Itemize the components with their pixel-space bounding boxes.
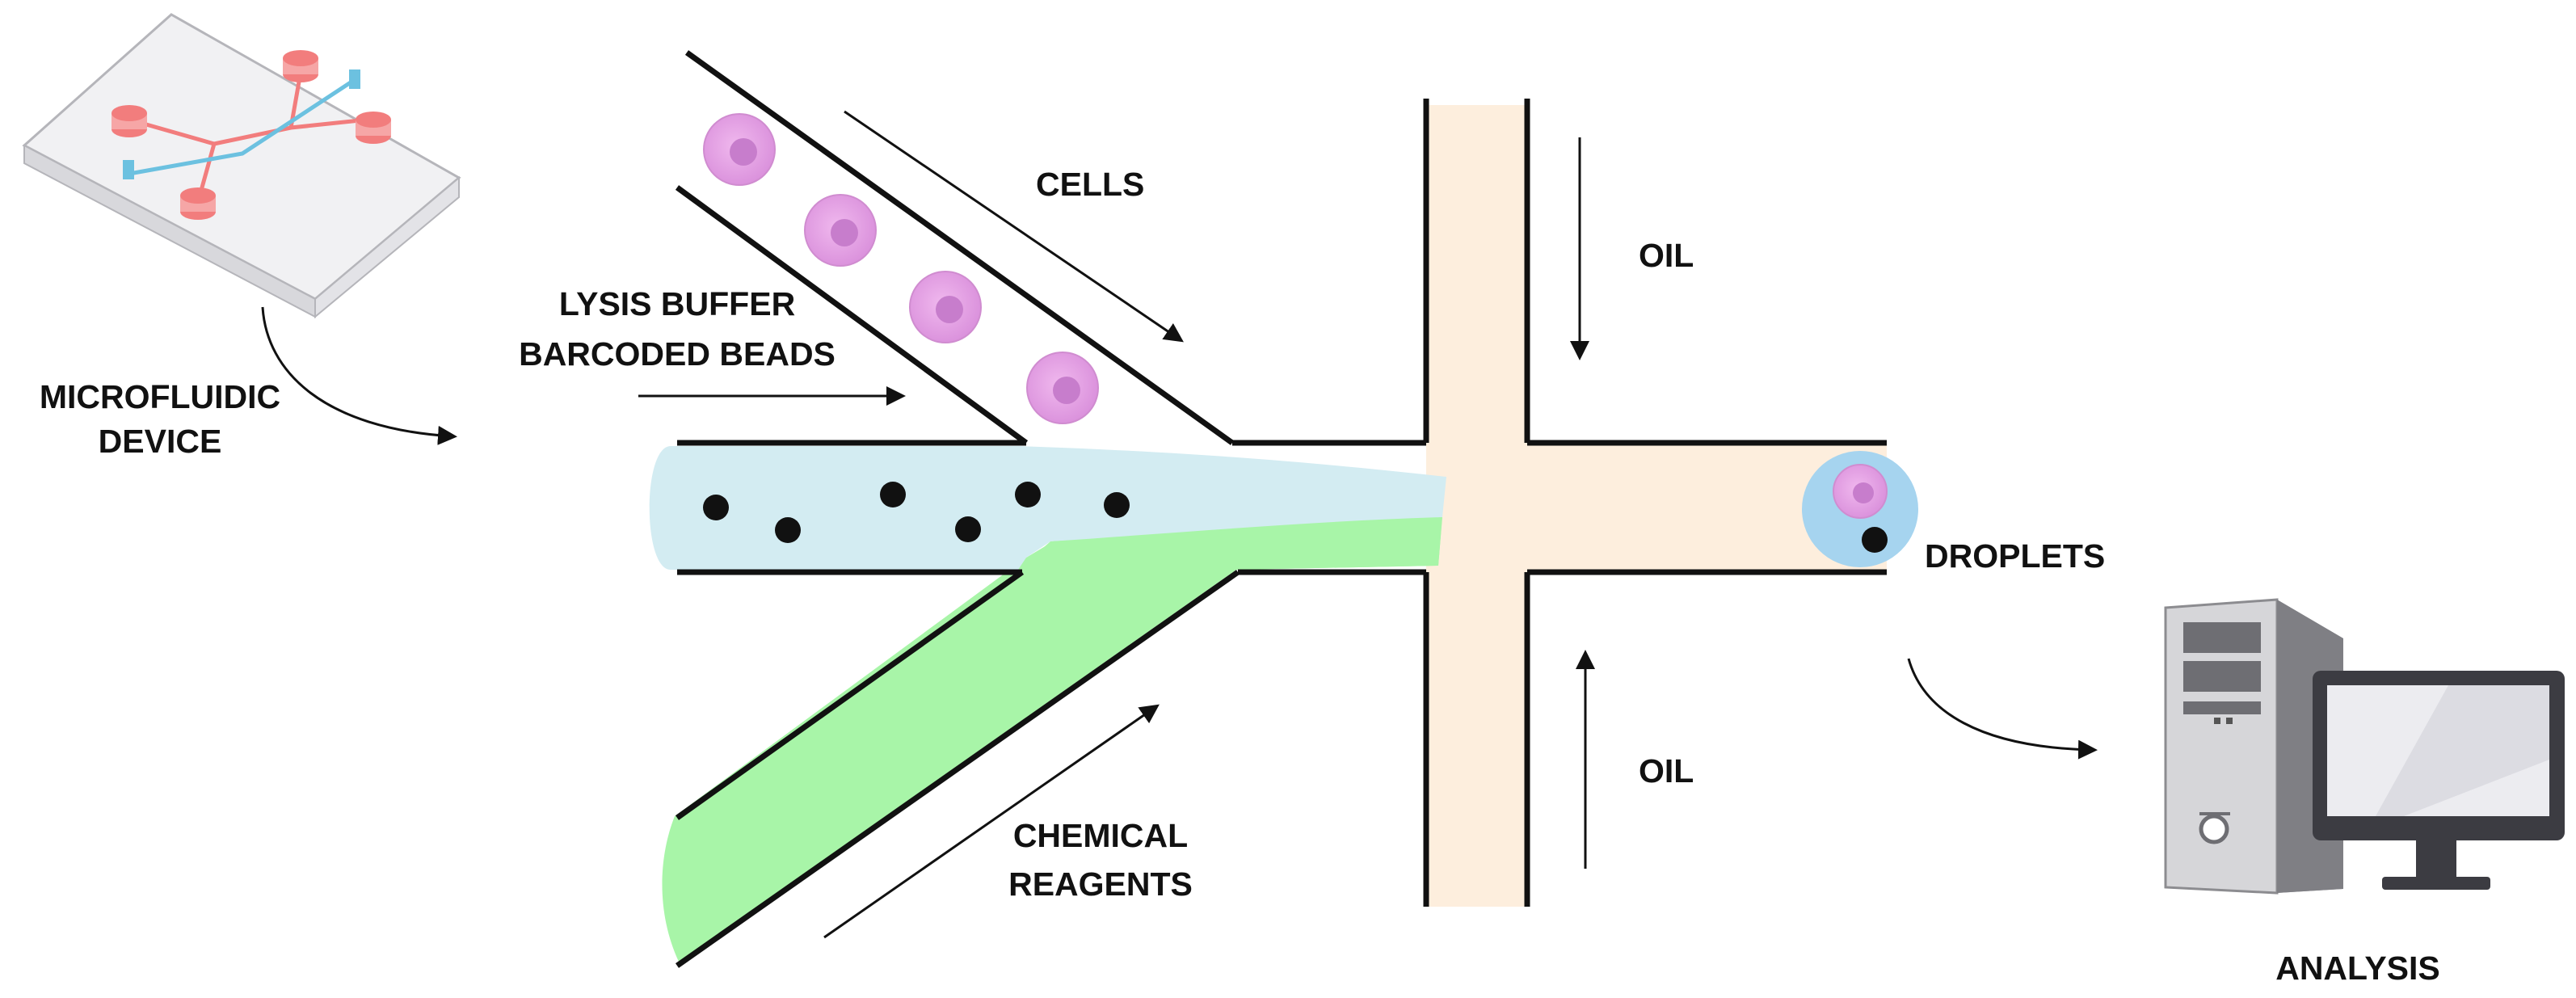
chemical-reagents-label-line2: REAGENTS (1008, 865, 1193, 903)
oil-bottom-label: OIL (1639, 752, 1694, 790)
lysis-label-line1: LYSIS BUFFER (559, 285, 795, 322)
computer-icon (2164, 598, 2565, 895)
reagents-flow-arrow (823, 704, 1160, 939)
bead (880, 482, 906, 507)
cell (703, 113, 776, 186)
microfluidic-device-label-line1: MICROFLUIDIC (40, 378, 280, 415)
bead (955, 516, 981, 542)
chip-to-channel-arrow (261, 306, 457, 445)
barcoded-beads (703, 482, 1130, 543)
microfluidic-device-label-line2: DEVICE (99, 423, 222, 460)
cells (703, 113, 1099, 424)
bead (775, 517, 801, 543)
cells-label: CELLS (1036, 166, 1144, 203)
microfluidic-chip-icon (22, 13, 461, 319)
analysis-label: ANALYSIS (2275, 950, 2440, 987)
lysis-label-line2: BARCODED BEADS (519, 335, 836, 373)
oil-top-label: OIL (1639, 237, 1694, 274)
chemical-reagents-label-line1: CHEMICAL (1013, 817, 1188, 854)
cells-flow-arrow (844, 110, 1184, 343)
droplets-to-analysis-arrow (1907, 658, 2098, 760)
cell (1026, 352, 1099, 424)
cell (804, 194, 877, 267)
cell (909, 271, 982, 343)
bead (703, 495, 729, 520)
bead (1015, 482, 1041, 507)
droplets-label: DROPLETS (1925, 537, 2105, 575)
bead (1104, 492, 1130, 518)
droplet (1802, 451, 1918, 567)
main-channel (649, 50, 1446, 968)
